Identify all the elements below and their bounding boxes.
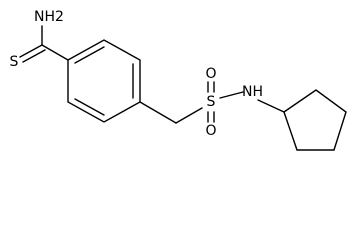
- bond-c-ring: [41, 44, 69, 61]
- atom-label-nh: NH: [242, 84, 263, 100]
- bond-ring-ch2: [139, 101, 177, 124]
- atom-label-sulfonyl-s: S: [207, 94, 216, 110]
- bond-c-s-double-b: [22, 49, 46, 63]
- ring-double-bond-1: [74, 46, 105, 64]
- atom-label-oxygen-top: O: [205, 66, 216, 82]
- bond-ch2-s: [175, 107, 203, 124]
- benzene-ring: [67, 39, 141, 123]
- bond-s-n: [219, 91, 244, 99]
- atom-label-oxygen-bottom: O: [205, 123, 216, 139]
- cyclopentane-ring: [283, 89, 347, 151]
- bond-n-cyclopentyl: [257, 99, 285, 113]
- molecule-drawing: NH2 S O S O NH: [10, 9, 347, 151]
- atom-label-nh2: NH2: [34, 9, 64, 25]
- structure-diagram: NH2 S O S O NH: [10, 9, 347, 151]
- atom-label-thio-s: S: [10, 54, 19, 70]
- ring-double-bond-3: [74, 98, 105, 116]
- bond-c-s-double-a: [19, 44, 43, 58]
